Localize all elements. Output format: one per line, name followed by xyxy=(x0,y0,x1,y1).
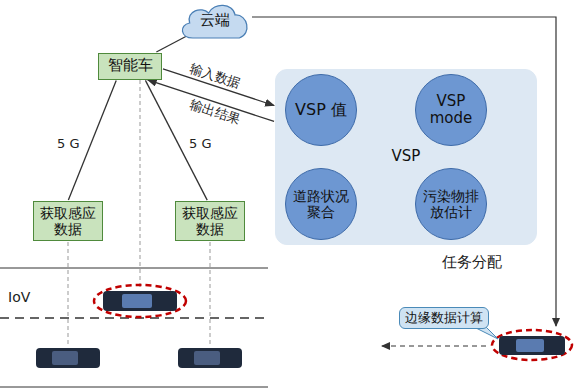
car xyxy=(36,348,100,368)
car xyxy=(94,285,186,317)
leader-line xyxy=(68,242,69,346)
leader-line xyxy=(140,80,141,288)
annotation-label: 任务分配 xyxy=(440,254,504,271)
edge-label: 输入数据 xyxy=(186,61,244,92)
node-text: 污染物排放估计 xyxy=(422,188,480,220)
node-text: 云端 xyxy=(200,12,230,29)
process-circle: VSP mode xyxy=(415,74,487,146)
node-text: VSP 值 xyxy=(295,101,347,119)
process-circle: 道路状况聚合 xyxy=(285,168,357,240)
lane-label: IoV xyxy=(6,290,32,305)
leader-line xyxy=(210,242,211,346)
process-box: 获取感应数据 xyxy=(33,201,103,241)
node-text: 智能车 xyxy=(108,57,153,74)
process-circle: VSP 值 xyxy=(285,74,357,146)
connector xyxy=(156,35,187,52)
node-text: 道路状况聚合 xyxy=(292,188,350,220)
cloud: 云端 xyxy=(178,1,252,41)
vsp-panel: VSP VSP 值 VSP mode 污染物排放估计 道路状况聚合 xyxy=(275,69,537,245)
lane-divider xyxy=(0,317,268,319)
process-box: 获取感应数据 xyxy=(175,201,245,241)
task-line xyxy=(252,17,556,326)
edge-label: 5 G xyxy=(55,137,81,151)
node-text: 边缘数据计算 xyxy=(405,311,483,326)
process-box: 智能车 xyxy=(98,53,162,80)
node-text: 获取感应数据 xyxy=(181,205,239,237)
node-text: VSP mode xyxy=(423,93,479,128)
process-circle: 污染物排放估计 xyxy=(415,168,487,240)
node-text: VSP xyxy=(392,148,421,165)
car xyxy=(178,348,242,368)
road-line xyxy=(0,387,268,388)
road-line xyxy=(0,268,268,269)
edge-label: 输出结果 xyxy=(186,96,244,127)
edge-label: 5 G xyxy=(187,137,213,151)
callout-bubble: 边缘数据计算 xyxy=(399,307,489,329)
car xyxy=(492,330,572,360)
move-arrow xyxy=(382,346,486,347)
node-text: 获取感应数据 xyxy=(39,205,97,237)
